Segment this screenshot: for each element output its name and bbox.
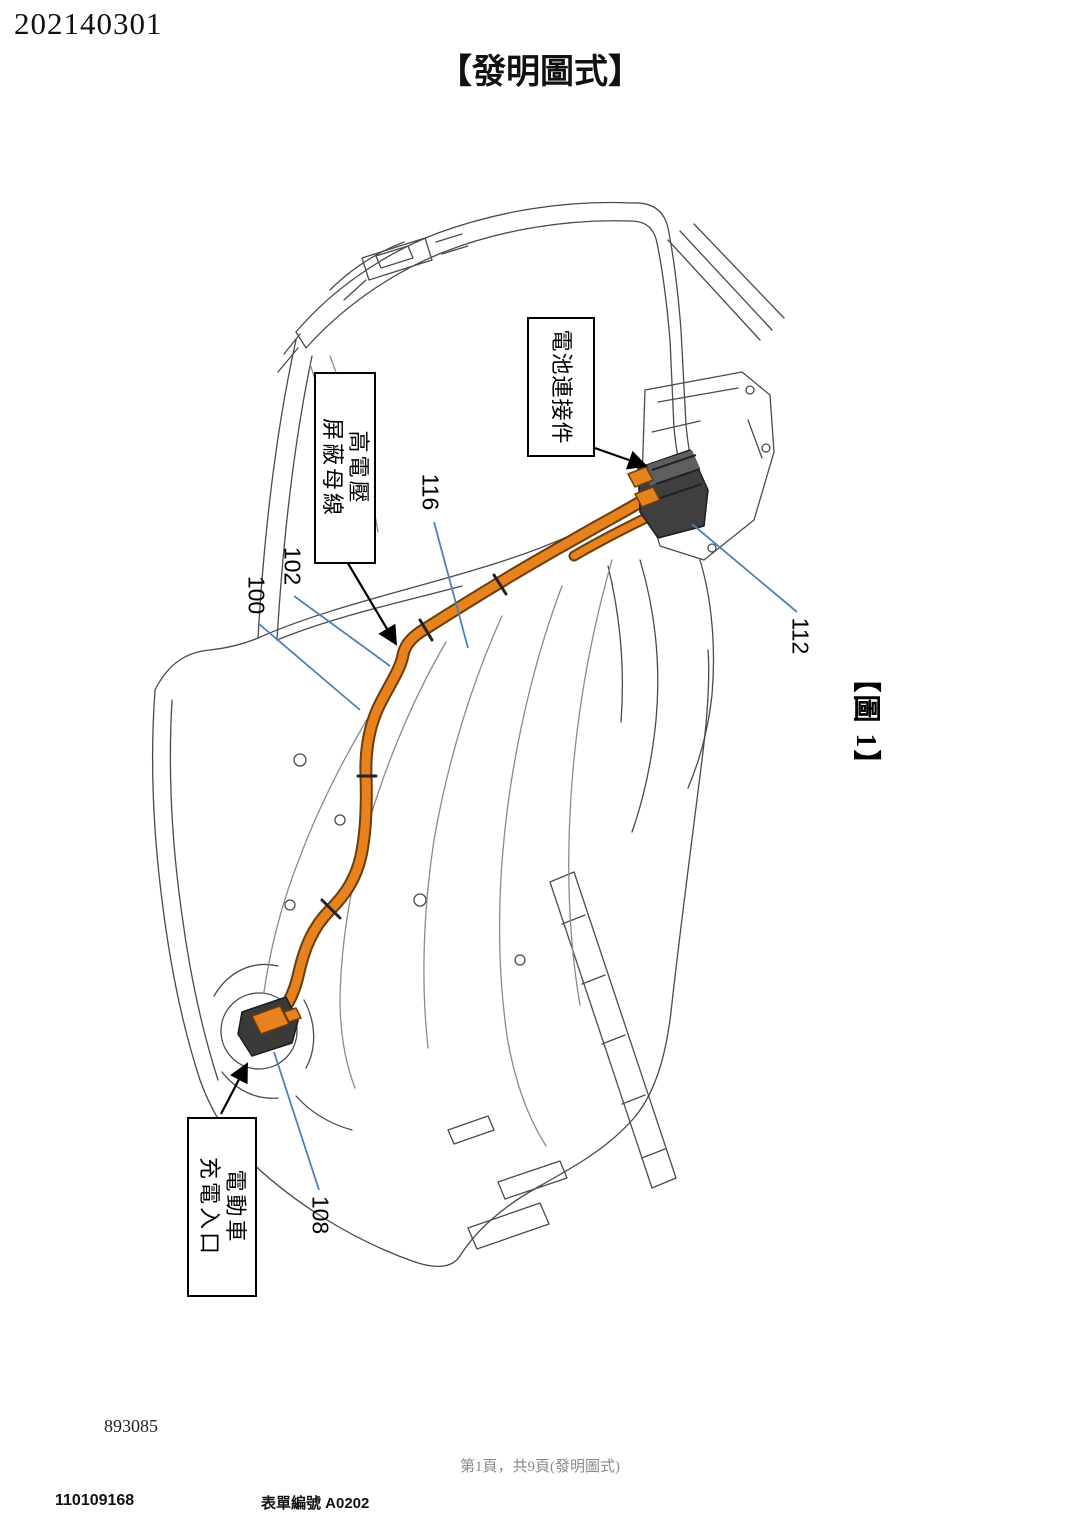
figure-caption: 【圖 1】 bbox=[850, 664, 881, 780]
leader-108 bbox=[273, 1051, 320, 1191]
arrow-busbar bbox=[345, 559, 398, 646]
label-charge-inlet: 電動車 充電入口 bbox=[187, 1117, 257, 1297]
label-battery-connector: 電池連接件 bbox=[527, 317, 595, 457]
leader-112 bbox=[691, 523, 798, 613]
application-number: 110109168 bbox=[55, 1492, 135, 1509]
charge-inlet-block bbox=[237, 996, 302, 1057]
label-charge-inlet-line2: 充電入口 bbox=[197, 1156, 222, 1257]
label-busbar-line1: 高電壓 bbox=[346, 430, 371, 506]
cable-clamps bbox=[320, 573, 508, 920]
callout-arrows bbox=[220, 444, 648, 1115]
publication-number: 202140301 bbox=[14, 6, 163, 41]
leader-102 bbox=[293, 595, 391, 667]
ref-number-116: 116 bbox=[417, 473, 444, 511]
ref-number-108: 108 bbox=[307, 1195, 334, 1235]
page-info: 第1頁，共9頁(發明圖式) bbox=[460, 1459, 620, 1475]
label-charge-inlet-line1: 電動車 bbox=[223, 1169, 248, 1245]
ref-number-100: 100 bbox=[243, 575, 270, 615]
vehicle-body-line-art bbox=[151, 201, 785, 1267]
leader-116 bbox=[433, 521, 469, 649]
label-battery-connector-text: 電池連接件 bbox=[549, 329, 574, 445]
arrow-battery-connector bbox=[588, 444, 648, 470]
leader-lines bbox=[258, 521, 798, 1191]
leader-100 bbox=[258, 623, 361, 711]
label-busbar: 高電壓 屏蔽母線 bbox=[314, 372, 376, 564]
serial-number: 893085 bbox=[104, 1416, 158, 1436]
label-busbar-line2: 屏蔽母線 bbox=[320, 417, 345, 518]
battery-connector-block bbox=[627, 449, 709, 539]
arrow-charge-inlet bbox=[220, 1062, 248, 1115]
ref-number-112: 112 bbox=[787, 617, 814, 655]
ref-number-102: 102 bbox=[279, 546, 306, 586]
form-number: 表單編號 A0202 bbox=[261, 1495, 370, 1512]
section-title: 【發明圖式】 bbox=[438, 54, 642, 91]
